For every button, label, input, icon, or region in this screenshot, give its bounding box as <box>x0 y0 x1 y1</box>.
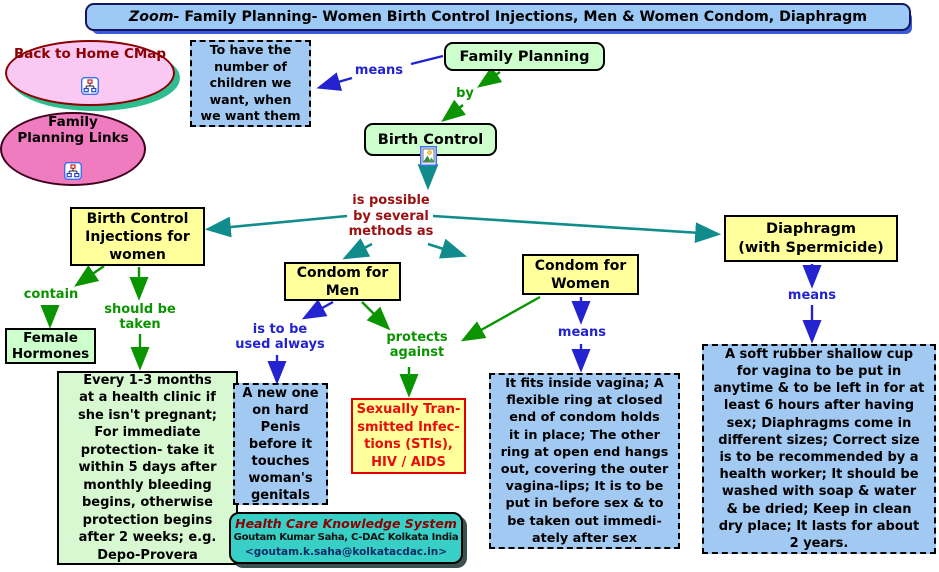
annotation-diaphragm-detail: A soft rubber shallow cup for vagina to … <box>702 344 936 554</box>
concept-birth-control[interactable]: Birth Control <box>364 123 497 156</box>
link-is-possible-hub: is possible by several methods as <box>348 193 434 239</box>
link-should-be-taken: should be taken <box>104 302 176 332</box>
link-means-top: means <box>354 63 404 78</box>
image-icon[interactable] <box>419 145 438 170</box>
concept-sti-hiv-aids[interactable]: Sexually Tran- smitted Infec- tions (STI… <box>351 398 466 474</box>
title-zoom-prefix: Zoom- <box>128 9 180 25</box>
credit-title: Health Care Knowledge System <box>235 516 457 531</box>
concept-female-hormones[interactable]: Female Hormones <box>5 328 96 364</box>
link-means-diaphragm: means <box>787 288 837 303</box>
annotation-condom-men-detail: A new one on hard Penis before it touche… <box>233 383 328 505</box>
credit-author: Goutam Kumar Saha, C-DAC Kolkata India <box>233 532 459 543</box>
teal-arrows <box>204 164 722 260</box>
concept-birth-control-injections[interactable]: Birth Control Injections for women <box>70 207 205 266</box>
credit-box: Health Care Knowledge System Goutam Kuma… <box>229 512 463 564</box>
back-to-home-label: Back to Home CMap <box>13 46 167 62</box>
concept-family-planning[interactable]: Family Planning <box>444 42 605 71</box>
annotation-family-planning-meaning: To have the number of children we want, … <box>190 40 311 127</box>
link-by: by <box>456 86 474 101</box>
link-contain: contain <box>23 287 79 302</box>
link-means-women: means <box>557 325 607 340</box>
annotation-condom-women-detail: It fits inside vagina; A flexible ring a… <box>489 373 680 549</box>
link-used-always: is to be used always <box>235 322 325 352</box>
concept-condom-for-men[interactable]: Condom for Men <box>284 262 401 301</box>
link-protects-against: protects against <box>386 330 448 360</box>
credit-email: <goutam.k.saha@kolkatacdac.in> <box>244 546 447 558</box>
concept-diaphragm[interactable]: Diaphragm (with Spermicide) <box>724 215 898 262</box>
back-to-home-cmap-link[interactable]: Back to Home CMap <box>5 40 175 106</box>
page-title: Zoom- Family Planning- Women Birth Contr… <box>85 3 911 31</box>
concept-condom-for-women[interactable]: Condom for Women <box>522 254 639 295</box>
cmap-icon[interactable] <box>63 146 83 184</box>
annotation-injections-detail: Every 1-3 months at a health clinic if s… <box>57 371 238 565</box>
cmap-icon[interactable] <box>80 62 100 99</box>
title-text: Family Planning- Women Birth Control Inj… <box>179 9 868 25</box>
fp-links-label: Family Planning Links <box>17 114 129 146</box>
family-planning-links[interactable]: Family Planning Links <box>0 112 146 186</box>
